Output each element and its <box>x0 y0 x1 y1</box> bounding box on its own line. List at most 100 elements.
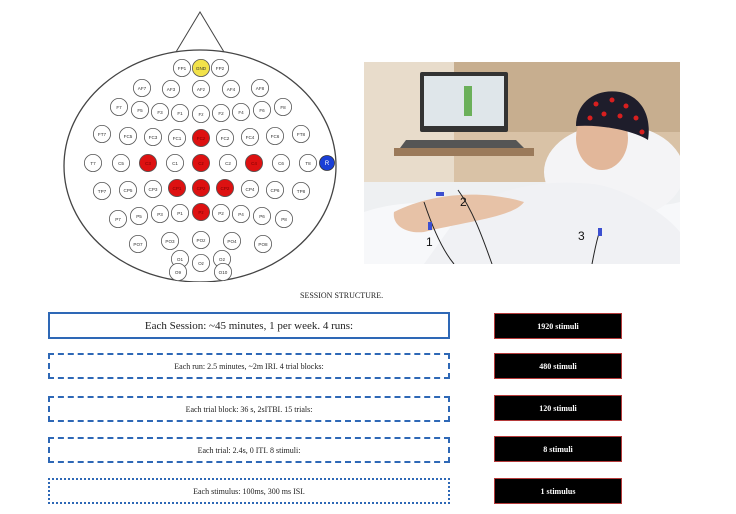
electrode-label: F4 <box>238 110 244 115</box>
electrode-t7: T7 <box>84 153 103 172</box>
trial-block-text: Each trial block: 36 s, 2sITBI. 15 trial… <box>185 404 313 414</box>
electrode-dot <box>119 127 138 146</box>
electrode-dot <box>109 209 128 228</box>
electrode-dot <box>213 262 232 281</box>
electrode-label: CP5 <box>124 188 133 193</box>
electrode-dot <box>244 153 263 172</box>
electrode-dot <box>191 59 210 78</box>
electrode-f2: F2 <box>211 104 230 123</box>
electrode-dot <box>110 98 129 117</box>
stimulus-text: Each stimulus: 100ms, 300 ms ISI. <box>193 486 305 496</box>
electrode-fc6: FC6 <box>265 127 284 146</box>
electrode-label: CP3 <box>149 187 158 192</box>
electrode-o10: O10 <box>213 262 232 281</box>
electrode-cp1: CP1 <box>167 178 186 197</box>
electrode-po8: PO8 <box>253 234 272 253</box>
electrode-p1: P1 <box>170 203 189 222</box>
electrode-fp1: FP1 <box>172 59 191 78</box>
electrode-label: FC6 <box>271 134 280 139</box>
electrode-dot <box>93 181 112 200</box>
electrode-label: F7 <box>116 105 122 110</box>
electrode-dot <box>167 178 186 197</box>
electrode-label: FC1 <box>173 136 182 141</box>
electrode-dot <box>210 59 229 78</box>
electrode-label: AF4 <box>227 87 236 92</box>
electrode-f6: F6 <box>252 101 271 120</box>
electrode-po3: PO3 <box>160 231 179 250</box>
electrode-label: Fz <box>198 112 204 117</box>
electrode-label: F5 <box>137 108 143 113</box>
electrode-dot <box>191 105 210 124</box>
electrode-label: F6 <box>259 108 265 113</box>
electrode-p2: P2 <box>211 203 230 222</box>
electrode-label: CP1 <box>173 186 182 191</box>
run-text: Each run: 2.5 minutes, ~2m IRI. 4 trial … <box>174 361 324 371</box>
electrode-label: P2 <box>218 211 224 216</box>
electrode-f5: F5 <box>130 101 149 120</box>
electrode-label: P1 <box>177 211 183 216</box>
electrode-label-3: 3 <box>578 229 585 243</box>
electrode-label: Cz <box>198 161 204 166</box>
electrode-label: C1 <box>172 161 178 166</box>
trial-block-box: Each trial block: 36 s, 2sITBI. 15 trial… <box>48 396 450 422</box>
electrode-label: C6 <box>278 161 284 166</box>
electrode-dot <box>167 128 186 147</box>
electrode-dot <box>170 104 189 123</box>
electrode-af3: AF3 <box>161 80 180 99</box>
electrode-dot <box>150 103 169 122</box>
electrode-dot <box>218 153 237 172</box>
electrode-label: P8 <box>281 217 287 222</box>
session-text: Each Session: ~45 minutes, 1 per week. 4… <box>144 319 354 332</box>
electrode-dot <box>265 127 284 146</box>
electrode-label: AF8 <box>256 86 265 91</box>
electrode-label: PO3 <box>165 239 175 244</box>
electrode-po4: PO4 <box>222 231 241 250</box>
electrode-fp2: FP2 <box>210 59 229 78</box>
electrode-dot <box>221 80 240 99</box>
electrode-cp2: CP2 <box>215 178 234 197</box>
electrode-dot <box>191 178 210 197</box>
electrode-label: AFz <box>197 87 206 92</box>
electrode-pz: Pz <box>191 202 210 221</box>
electrode-cp6: CP6 <box>265 180 284 199</box>
electrode-dot <box>231 204 250 223</box>
electrode-p5: P5 <box>129 206 148 225</box>
electrode-dot <box>191 153 210 172</box>
trial-box: Each trial: 2.4s, 0 ITI. 8 stimuli: <box>48 437 450 463</box>
electrode-p6: P6 <box>252 206 271 225</box>
electrode-label: Oz <box>198 261 205 266</box>
electrode-af7: AF7 <box>132 79 151 98</box>
electrode-dot <box>298 153 317 172</box>
electrode-dot <box>112 153 131 172</box>
electrode-label: T7 <box>90 161 96 166</box>
electrode-label: P6 <box>259 214 265 219</box>
electrode-cz: Cz <box>191 153 210 172</box>
electrode-f8: F8 <box>273 98 292 117</box>
electrode-label-1: 1 <box>426 235 433 249</box>
electrode-p8: P8 <box>274 209 293 228</box>
electrode-label: FC4 <box>246 135 255 140</box>
electrode-dot <box>161 80 180 99</box>
electrode-c2: C2 <box>218 153 237 172</box>
electrode-dot <box>240 127 259 146</box>
electrode-label: PO7 <box>133 242 143 247</box>
electrode-fz: Fz <box>191 105 210 124</box>
electrode-dot <box>172 59 191 78</box>
laptop-base <box>400 140 524 148</box>
electrode-label: CP6 <box>271 188 280 193</box>
electrode-label: FT7 <box>98 132 107 137</box>
electrode-dot <box>138 153 157 172</box>
session-stimuli-count: 1920 stimuli <box>494 313 622 339</box>
electrode-label: AF7 <box>138 86 147 91</box>
electrode-dot <box>191 253 210 272</box>
electrode-dot <box>222 231 241 250</box>
electrode-label: C4 <box>251 161 257 166</box>
electrode-label: C2 <box>225 161 231 166</box>
electrode-dot <box>265 180 284 199</box>
electrode-dot <box>143 179 162 198</box>
electrode-dot <box>128 234 147 253</box>
electrode-p4: P4 <box>231 204 250 223</box>
electrode-f4: F4 <box>231 103 250 122</box>
electrode-cpz: CPz <box>191 178 210 197</box>
electrode-dot <box>253 234 272 253</box>
